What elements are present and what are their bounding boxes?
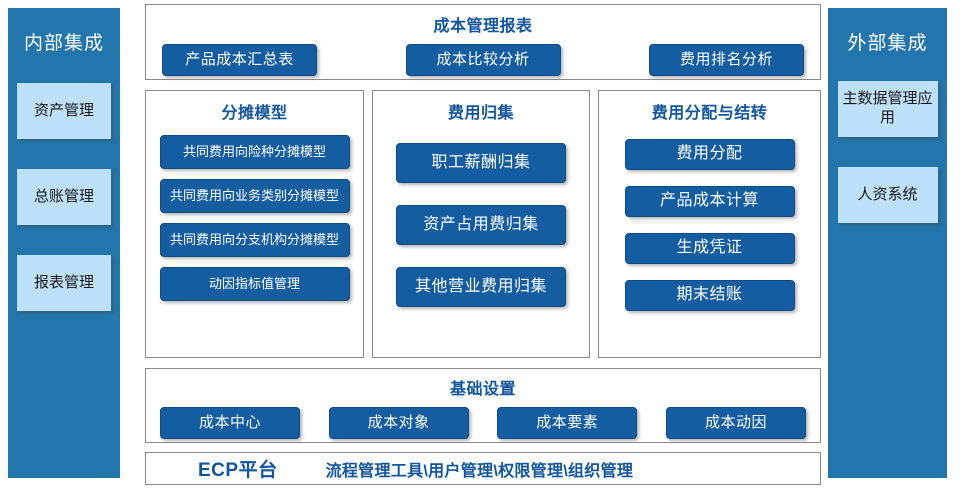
expense-distribution-button-stack: 费用分配 产品成本计算 生成凭证 期末结账 (599, 139, 820, 311)
rail-item-asset-management[interactable]: 资产管理 (17, 83, 111, 139)
external-integration-rail: 外部集成 主数据管理应用 人资系统 (828, 8, 947, 478)
button-employee-compensation-pooling[interactable]: 职工薪酬归集 (396, 143, 566, 183)
button-cost-element[interactable]: 成本要素 (497, 407, 638, 439)
button-product-cost-summary[interactable]: 产品成本汇总表 (162, 44, 317, 76)
expense-pooling-button-stack: 职工薪酬归集 资产占用费归集 其他营业费用归集 (373, 143, 589, 307)
button-product-cost-calculation[interactable]: 产品成本计算 (624, 186, 795, 217)
base-setup-button-row: 成本中心 成本对象 成本要素 成本动因 (146, 407, 820, 439)
button-cost-center[interactable]: 成本中心 (160, 407, 300, 439)
cost-report-button-row: 产品成本汇总表 成本比较分析 费用排名分析 (146, 44, 820, 76)
expense-distribution-panel-title: 费用分配与结转 (651, 105, 768, 122)
button-period-end-closing[interactable]: 期末结账 (624, 280, 795, 311)
ecp-platform-bar: ECP平台 流程管理工具\用户管理\权限管理\组织管理 (145, 452, 821, 485)
button-expense-ranking-analysis[interactable]: 费用排名分析 (649, 44, 804, 76)
expense-pooling-panel: 费用归集 职工薪酬归集 资产占用费归集 其他营业费用归集 (372, 90, 590, 358)
ecp-platform-modules: 流程管理工具\用户管理\权限管理\组织管理 (325, 462, 634, 480)
allocation-model-panel-title: 分摊模型 (221, 105, 288, 122)
button-shared-expense-to-insurance-type-model[interactable]: 共同费用向险种分摊模型 (159, 135, 350, 169)
expense-pooling-panel-title: 费用归集 (447, 105, 514, 122)
cost-report-panel: 成本管理报表 产品成本汇总表 成本比较分析 费用排名分析 (145, 4, 821, 80)
button-other-operating-expense-pooling[interactable]: 其他营业费用归集 (396, 267, 566, 307)
button-cost-object[interactable]: 成本对象 (328, 407, 469, 439)
allocation-model-button-stack: 共同费用向险种分摊模型 共同费用向业务类别分摊模型 共同费用向分支机构分摊模型 … (146, 135, 363, 301)
base-setup-panel: 基础设置 成本中心 成本对象 成本要素 成本动因 (145, 368, 821, 443)
rail-item-master-data-app[interactable]: 主数据管理应用 (837, 81, 938, 137)
button-cost-driver[interactable]: 成本动因 (665, 407, 806, 439)
button-asset-occupancy-fee-pooling[interactable]: 资产占用费归集 (396, 205, 566, 245)
button-shared-expense-to-branch-model[interactable]: 共同费用向分支机构分摊模型 (159, 223, 350, 257)
cost-report-panel-title: 成本管理报表 (433, 18, 533, 35)
internal-integration-rail: 内部集成 资产管理 总账管理 报表管理 (8, 8, 120, 478)
allocation-model-panel: 分摊模型 共同费用向险种分摊模型 共同费用向业务类别分摊模型 共同费用向分支机构… (145, 90, 364, 358)
button-expense-distribution[interactable]: 费用分配 (624, 139, 795, 170)
ecp-platform-name: ECP平台 (198, 460, 278, 481)
button-driver-indicator-value-management[interactable]: 动因指标值管理 (159, 267, 350, 301)
internal-integration-title: 内部集成 (23, 33, 104, 54)
expense-distribution-panel: 费用分配与结转 费用分配 产品成本计算 生成凭证 期末结账 (598, 90, 821, 358)
external-integration-title: 外部集成 (847, 33, 928, 54)
button-cost-comparison-analysis[interactable]: 成本比较分析 (405, 44, 561, 76)
rail-item-report-management[interactable]: 报表管理 (17, 255, 111, 311)
rail-item-general-ledger[interactable]: 总账管理 (17, 169, 111, 225)
base-setup-panel-title: 基础设置 (449, 381, 516, 398)
rail-item-hr-system[interactable]: 人资系统 (837, 167, 938, 223)
button-shared-expense-to-business-category-model[interactable]: 共同费用向业务类别分摊模型 (159, 179, 350, 213)
button-generate-voucher[interactable]: 生成凭证 (624, 233, 795, 264)
